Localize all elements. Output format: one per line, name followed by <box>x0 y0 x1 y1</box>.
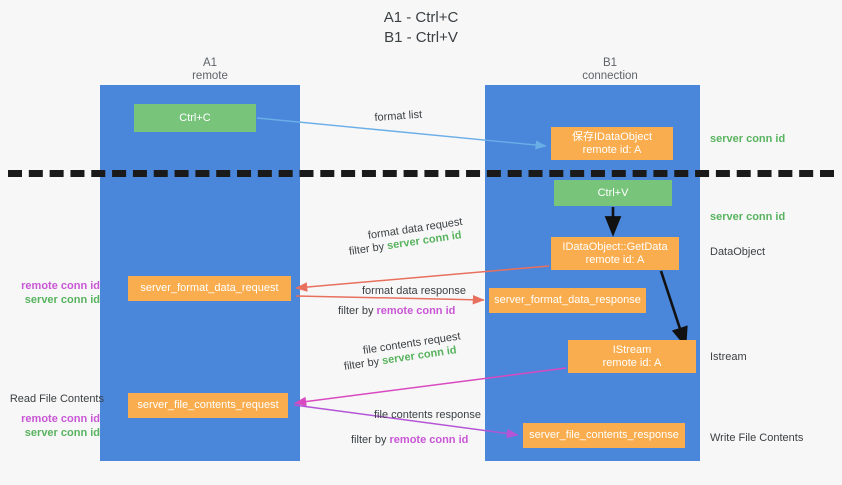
label-remote-conn-id: remote conn id <box>21 413 100 425</box>
title-line-1: A1 - Ctrl+C <box>383 9 459 26</box>
node-idataobject-getdata[interactable]: IDataObject::GetData remote id: A <box>551 237 679 270</box>
node-istream-sub: remote id: A <box>602 356 662 369</box>
label-istream: Istream <box>710 351 747 363</box>
node-istream[interactable]: IStream remote id: A <box>568 340 696 373</box>
lane-b1-role: connection <box>582 70 638 82</box>
node-server-format-data-response[interactable]: server_format_data_response <box>489 288 646 313</box>
caption-format-data-response-filter: filter by remote conn id <box>338 304 455 319</box>
label-remote-conn-id: remote conn id <box>21 280 100 292</box>
node-save-idataobject-label: 保存IDataObject <box>571 130 653 143</box>
label-conn-ids-upper: remote conn id server conn id <box>8 279 100 307</box>
node-server-format-data-request[interactable]: server_format_data_request <box>128 276 291 301</box>
label-server-conn-id-top: server conn id <box>710 133 786 145</box>
arrow-file-contents-request <box>294 367 567 407</box>
page-title: A1 - Ctrl+C B1 - Ctrl+V <box>0 8 842 48</box>
node-ctrl-c[interactable]: Ctrl+C <box>134 104 256 132</box>
label-write-file-contents: Write File Contents <box>710 432 804 444</box>
node-server-format-data-request-label: server_format_data_request <box>140 282 279 294</box>
label-dataobject: DataObject <box>710 246 766 258</box>
node-ctrl-v-label: Ctrl+V <box>597 186 629 199</box>
lane-b1-name: B1 <box>602 57 618 69</box>
arrow-format-list <box>256 117 547 150</box>
arrow-getdata-to-istream <box>659 270 688 348</box>
node-save-idataobject[interactable]: 保存IDataObject remote id: A <box>551 127 673 160</box>
node-server-file-contents-response[interactable]: server_file_contents_response <box>523 423 685 448</box>
node-server-format-data-response-label: server_format_data_response <box>494 294 641 306</box>
lane-header-b1: B1 connection <box>520 57 700 83</box>
lane-header-a1: A1 remote <box>120 57 300 83</box>
filter-by-text: filter by <box>338 305 377 317</box>
node-getdata-label: IDataObject::GetData <box>562 240 668 253</box>
label-server-conn-id: server conn id <box>24 427 100 439</box>
filter-by-text: filter by <box>351 434 390 446</box>
lane-a1-name: A1 <box>202 57 218 69</box>
arrow-file-contents-response <box>293 404 519 439</box>
caption-file-contents-response-filter: filter by remote conn id <box>351 433 468 448</box>
remote-conn-id-text: remote conn id <box>389 434 469 446</box>
caption-file-contents-response: file contents response <box>374 409 482 421</box>
label-read-file-contents: Read File Contents <box>9 393 104 405</box>
arrow-format-data-request <box>295 265 550 292</box>
remote-conn-id-text: remote conn id <box>376 305 456 317</box>
label-server-conn-id-mid: server conn id <box>710 211 786 223</box>
node-getdata-sub: remote id: A <box>585 253 645 266</box>
node-ctrl-v[interactable]: Ctrl+V <box>554 180 672 206</box>
phase-divider <box>8 170 834 177</box>
lane-a1-role: remote <box>192 70 228 82</box>
node-server-file-contents-response-label: server_file_contents_response <box>529 429 679 441</box>
label-conn-ids-lower: remote conn id server conn id <box>8 412 100 440</box>
node-server-file-contents-request[interactable]: server_file_contents_request <box>128 393 288 418</box>
title-line-2: B1 - Ctrl+V <box>384 29 458 46</box>
node-istream-label: IStream <box>612 343 652 356</box>
arrow-format-data-response <box>295 294 485 305</box>
caption-format-data-response: format data response <box>362 285 466 297</box>
label-server-conn-id: server conn id <box>24 294 100 306</box>
node-ctrl-c-label: Ctrl+C <box>179 111 211 124</box>
node-save-idataobject-sub: remote id: A <box>582 143 642 156</box>
node-server-file-contents-request-label: server_file_contents_request <box>137 399 279 411</box>
